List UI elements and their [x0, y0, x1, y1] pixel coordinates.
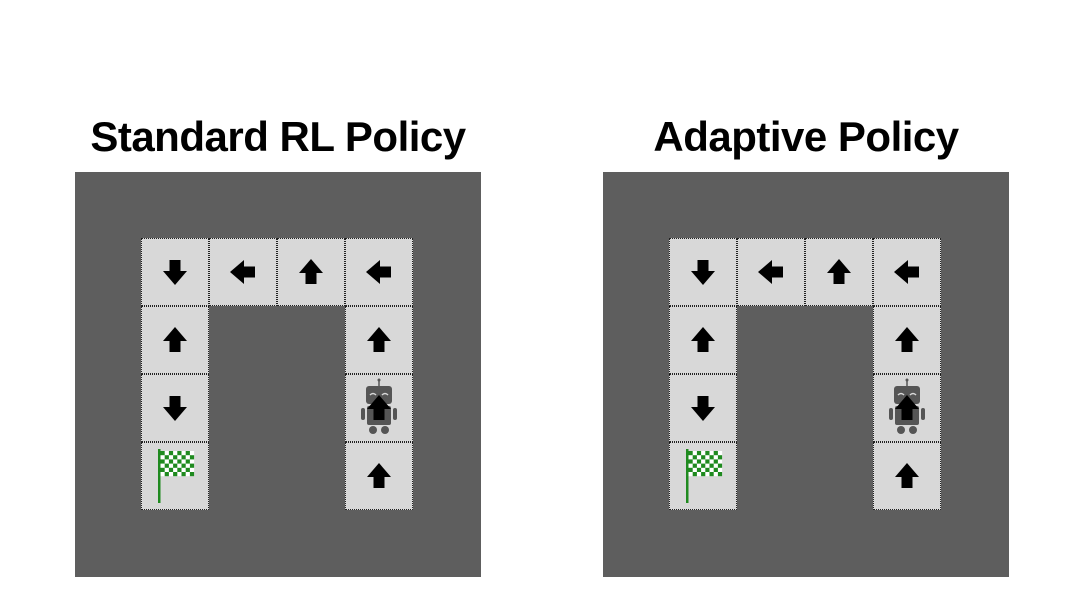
grid-cell-r3-c3	[873, 442, 941, 510]
grid-cell-r2-c0	[669, 374, 737, 442]
arrow-left-icon	[758, 260, 783, 284]
arrow-up-icon	[691, 327, 715, 352]
arrow-up-icon	[827, 259, 851, 284]
arrow-up-icon	[163, 327, 187, 352]
panel-title-standard-rl-policy: Standard RL Policy	[90, 113, 466, 160]
panel-title-adaptive-policy: Adaptive Policy	[653, 113, 959, 160]
grid-cell-r0-c3	[345, 238, 413, 306]
checkered-flag-icon	[158, 449, 195, 503]
grid-cell-r3-c0	[669, 442, 737, 510]
grid-cell-r0-c0	[669, 238, 737, 306]
arrow-left-icon	[230, 260, 255, 284]
grid-cell-r0-c2	[277, 238, 345, 306]
arrow-left-icon	[894, 260, 919, 284]
arrow-down-icon	[163, 260, 187, 285]
grid-cell-r3-c0	[141, 442, 209, 510]
grid-cell-r0-c2	[805, 238, 873, 306]
gridworld-board-adaptive	[603, 172, 1009, 577]
arrow-up-icon	[895, 395, 919, 420]
arrow-down-icon	[163, 396, 187, 421]
arrow-up-icon	[367, 395, 391, 420]
grid-cell-r1-c0	[669, 306, 737, 374]
grid-cell-r3-c3	[345, 442, 413, 510]
gridworld-board-standard	[75, 172, 481, 577]
grid-cell-r0-c1	[209, 238, 277, 306]
grid-cell-r0-c0	[141, 238, 209, 306]
arrow-up-icon	[367, 327, 391, 352]
grid-cell-r2-c0	[141, 374, 209, 442]
grid-cell-r0-c1	[737, 238, 805, 306]
arrow-left-icon	[366, 260, 391, 284]
arrow-up-icon	[367, 463, 391, 488]
arrow-down-icon	[691, 260, 715, 285]
grid-cell-r2-c3	[873, 374, 941, 442]
grid-cell-r0-c3	[873, 238, 941, 306]
arrow-down-icon	[691, 396, 715, 421]
grid-cell-r1-c0	[141, 306, 209, 374]
arrow-up-icon	[299, 259, 323, 284]
grid-cell-r2-c3	[345, 374, 413, 442]
grid-cell-r1-c3	[873, 306, 941, 374]
arrow-up-icon	[895, 327, 919, 352]
checkered-flag-icon	[686, 449, 723, 503]
arrow-up-icon	[895, 463, 919, 488]
grid-cell-r1-c3	[345, 306, 413, 374]
